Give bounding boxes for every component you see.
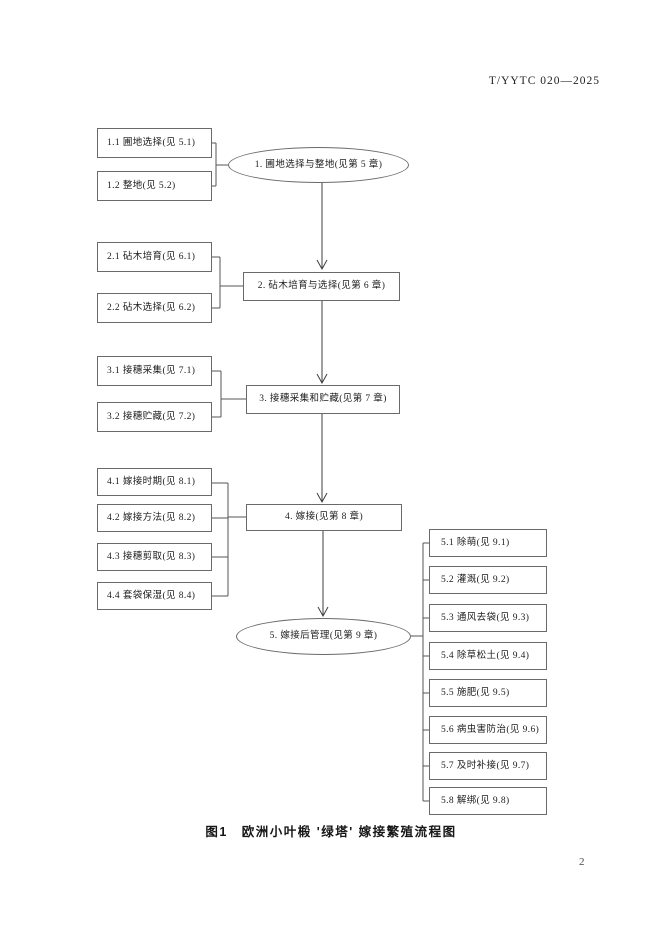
flow-box-4-4: 4.4 套袋保湿(见 8.4) [97,582,212,610]
flow-step-label: 1. 圃地选择与整地(见第 5 章) [254,159,383,170]
flow-box-label: 4.3 接穗剪取(见 8.3) [107,551,196,562]
flow-box-1-2: 1.2 整地(见 5.2) [97,171,212,201]
flow-box-5-1: 5.1 除萌(见 9.1) [429,529,547,557]
flow-box-label: 5.8 解绑(见 9.8) [441,795,510,806]
flow-box-label: 2.1 砧木培育(见 6.1) [107,251,196,262]
flow-box-5-2: 5.2 灌溉(见 9.2) [429,566,547,594]
flow-box-label: 5.5 施肥(见 9.5) [441,687,510,698]
flow-step-2-rootstock: 2. 砧木培育与选择(见第 6 章) [243,272,400,301]
standard-number: T/YYTC 020—2025 [488,75,600,87]
flow-box-2-1: 2.1 砧木培育(见 6.1) [97,242,212,272]
flow-step-label: 4. 嫁接(见第 8 章) [284,512,364,523]
flow-box-3-2: 3.2 接穗贮藏(见 7.2) [97,402,212,432]
flow-box-label: 4.1 嫁接时期(见 8.1) [107,476,196,487]
flow-box-label: 5.3 通风去袋(见 9.3) [441,612,530,623]
arrowhead-2-3 [316,373,328,385]
bracket-set2 [212,256,243,309]
flow-box-label: 4.2 嫁接方法(见 8.2) [107,512,196,523]
flow-box-1-1: 1.1 圃地选择(见 5.1) [97,128,212,158]
flow-box-label: 5.7 及时补接(见 9.7) [441,760,530,771]
flow-box-4-1: 4.1 嫁接时期(见 8.1) [97,468,212,496]
figure-caption: 图1 欧洲小叶椴 '绿塔' 嫁接繁殖流程图 [205,825,457,839]
flow-box-2-2: 2.2 砧木选择(见 6.2) [97,293,212,323]
flow-box-5-7: 5.7 及时补接(见 9.7) [429,752,547,780]
flow-box-label: 3.1 接穗采集(见 7.1) [107,365,196,376]
flow-step-label: 2. 砧木培育与选择(见第 6 章) [257,281,386,292]
flow-box-4-3: 4.3 接穗剪取(见 8.3) [97,543,212,571]
flow-step-1-site-selection: 1. 圃地选择与整地(见第 5 章) [228,147,409,183]
flow-box-5-6: 5.6 病虫害防治(见 9.6) [429,716,547,744]
flow-box-label: 2.2 砧木选择(见 6.2) [107,302,196,313]
flow-box-4-2: 4.2 嫁接方法(见 8.2) [97,504,212,532]
page-number: 2 [579,856,585,868]
flow-box-label: 1.2 整地(见 5.2) [107,180,176,191]
flow-step-3-scion: 3. 接穗采集和贮藏(见第 7 章) [246,385,400,414]
flow-box-label: 1.1 圃地选择(见 5.1) [107,137,196,148]
bracket-set4 [212,482,246,597]
flow-box-5-5: 5.5 施肥(见 9.5) [429,679,547,707]
flow-step-label: 3. 接穗采集和贮藏(见第 7 章) [259,394,387,405]
flow-box-label: 3.2 接穗贮藏(见 7.2) [107,411,196,422]
flow-box-label: 5.1 除萌(见 9.1) [441,537,510,548]
bracket-set5 [411,542,429,802]
flow-step-5-post-management: 5. 嫁接后管理(见第 9 章) [236,618,411,655]
flow-box-3-1: 3.1 接穗采集(见 7.1) [97,356,212,386]
flow-box-5-3: 5.3 通风去袋(见 9.3) [429,604,547,632]
arrowhead-1-2 [316,259,328,271]
bracket-set3 [212,370,246,418]
flow-box-label: 5.2 灌溉(见 9.2) [441,574,510,585]
flow-box-label: 5.6 病虫害防治(见 9.6) [441,724,540,735]
flow-box-5-4: 5.4 除草松土(见 9.4) [429,642,547,670]
flow-box-5-8: 5.8 解绑(见 9.8) [429,787,547,815]
arrowhead-3-4 [316,492,328,504]
bracket-set1 [212,142,228,187]
flow-box-label: 5.4 除草松土(见 9.4) [441,650,530,661]
flow-step-4-grafting: 4. 嫁接(见第 8 章) [246,504,402,531]
flow-box-label: 4.4 套袋保湿(见 8.4) [107,590,196,601]
flow-step-label: 5. 嫁接后管理(见第 9 章) [269,631,378,642]
arrowhead-4-5 [317,606,329,618]
